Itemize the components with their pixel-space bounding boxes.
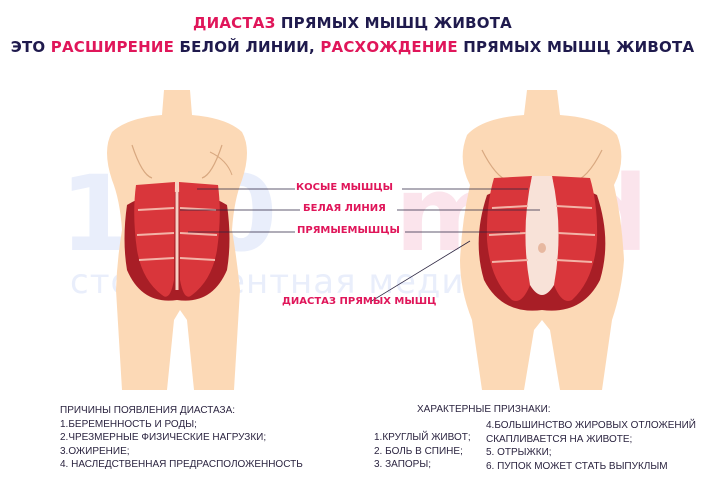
causes-section: ПРИЧИНЫ ПОЯВЛЕНИЯ ДИАСТАЗА: 1.БЕРЕМЕННОС… bbox=[60, 404, 303, 472]
normal-torso-illustration bbox=[107, 90, 247, 390]
page-title-line-1: ДИАСТАЗ ПРЯМЫХ МЫШЦ ЖИВОТА bbox=[0, 14, 705, 32]
label-rectus-muscles: ПРЯМЫЕМЫШЦЫ bbox=[297, 225, 400, 236]
title-accent-separation: РАСХОЖДЕНИЕ bbox=[320, 38, 458, 56]
list-item: 2. БОЛЬ В СПИНЕ; bbox=[374, 445, 463, 457]
list-item: 6. ПУПОК МОЖЕТ СТАТЬ ВЫПУКЛЫМ bbox=[486, 460, 668, 472]
list-item: 1.КРУГЛЫЙ ЖИВОТ; bbox=[374, 432, 471, 443]
label-diastasis: ДИАСТАЗ ПРЯМЫХ МЫШЦ bbox=[282, 296, 437, 307]
title-accent-widening: РАСШИРЕНИЕ bbox=[50, 38, 175, 56]
list-item: 1.БЕРЕМЕННОСТЬ И РОДЫ; bbox=[60, 418, 197, 430]
list-item: 4. НАСЛЕДСТВЕННАЯ ПРЕДРАСПОЛОЖЕННОСТЬ bbox=[60, 459, 303, 470]
label-oblique-muscles: КОСЫЕ МЫШЦЫ bbox=[296, 182, 393, 193]
list-item: 4.БОЛЬШИНСТВО ЖИРОВЫХ ОТЛОЖЕНИЙ bbox=[486, 420, 696, 431]
label-linea-alba: БЕЛАЯ ЛИНИЯ bbox=[303, 203, 386, 214]
widened-linea-alba bbox=[525, 176, 559, 295]
rectus-left bbox=[134, 182, 175, 297]
list-item: 2.ЧРЕЗМЕРНЫЕ ФИЗИЧЕСКИЕ НАГРУЗКИ; bbox=[60, 432, 267, 443]
signs-list-column-1: 1.КРУГЛЫЙ ЖИВОТ; 2. БОЛЬ В СПИНЕ; 3. ЗАП… bbox=[374, 431, 471, 472]
chest-contour bbox=[131, 144, 223, 179]
navel bbox=[538, 243, 546, 253]
list-item: СКАПЛИВАЕТСЯ НА ЖИВОТЕ; bbox=[486, 433, 633, 445]
signs-list-column-2: 4.БОЛЬШИНСТВО ЖИРОВЫХ ОТЛОЖЕНИЙ СКАПЛИВА… bbox=[486, 419, 696, 473]
tendinous-intersections bbox=[488, 205, 596, 263]
title-line-2-part-c: ПРЯМЫХ МЫШЦ ЖИВОТА bbox=[457, 38, 695, 56]
title-line-2-part-b: БЕЛОЙ ЛИНИИ, bbox=[174, 38, 321, 56]
list-item: 3.ОЖИРЕНИЕ; bbox=[60, 445, 130, 457]
page-title-line-2: ЭТО РАСШИРЕНИЕ БЕЛОЙ ЛИНИИ, РАСХОЖДЕНИЕ … bbox=[0, 38, 705, 56]
title-line-2-part-a: ЭТО bbox=[10, 38, 51, 56]
diastasis-torso-illustration bbox=[460, 90, 624, 390]
list-item: 3. ЗАПОРЫ; bbox=[374, 459, 431, 470]
rectus-right bbox=[179, 182, 220, 297]
causes-list: 1.БЕРЕМЕННОСТЬ И РОДЫ; 2.ЧРЕЗМЕРНЫЕ ФИЗИ… bbox=[60, 418, 303, 472]
signs-heading: ХАРАКТЕРНЫЕ ПРИЗНАКИ: bbox=[417, 404, 551, 415]
tendinous-intersections bbox=[136, 207, 218, 261]
title-line-1-rest: ПРЯМЫХ МЫШЦ ЖИВОТА bbox=[275, 14, 512, 32]
causes-heading: ПРИЧИНЫ ПОЯВЛЕНИЯ ДИАСТАЗА: bbox=[60, 405, 236, 416]
title-accent-diastasis: ДИАСТАЗ bbox=[193, 14, 276, 32]
list-item: 5. ОТРЫЖКИ; bbox=[486, 447, 552, 458]
